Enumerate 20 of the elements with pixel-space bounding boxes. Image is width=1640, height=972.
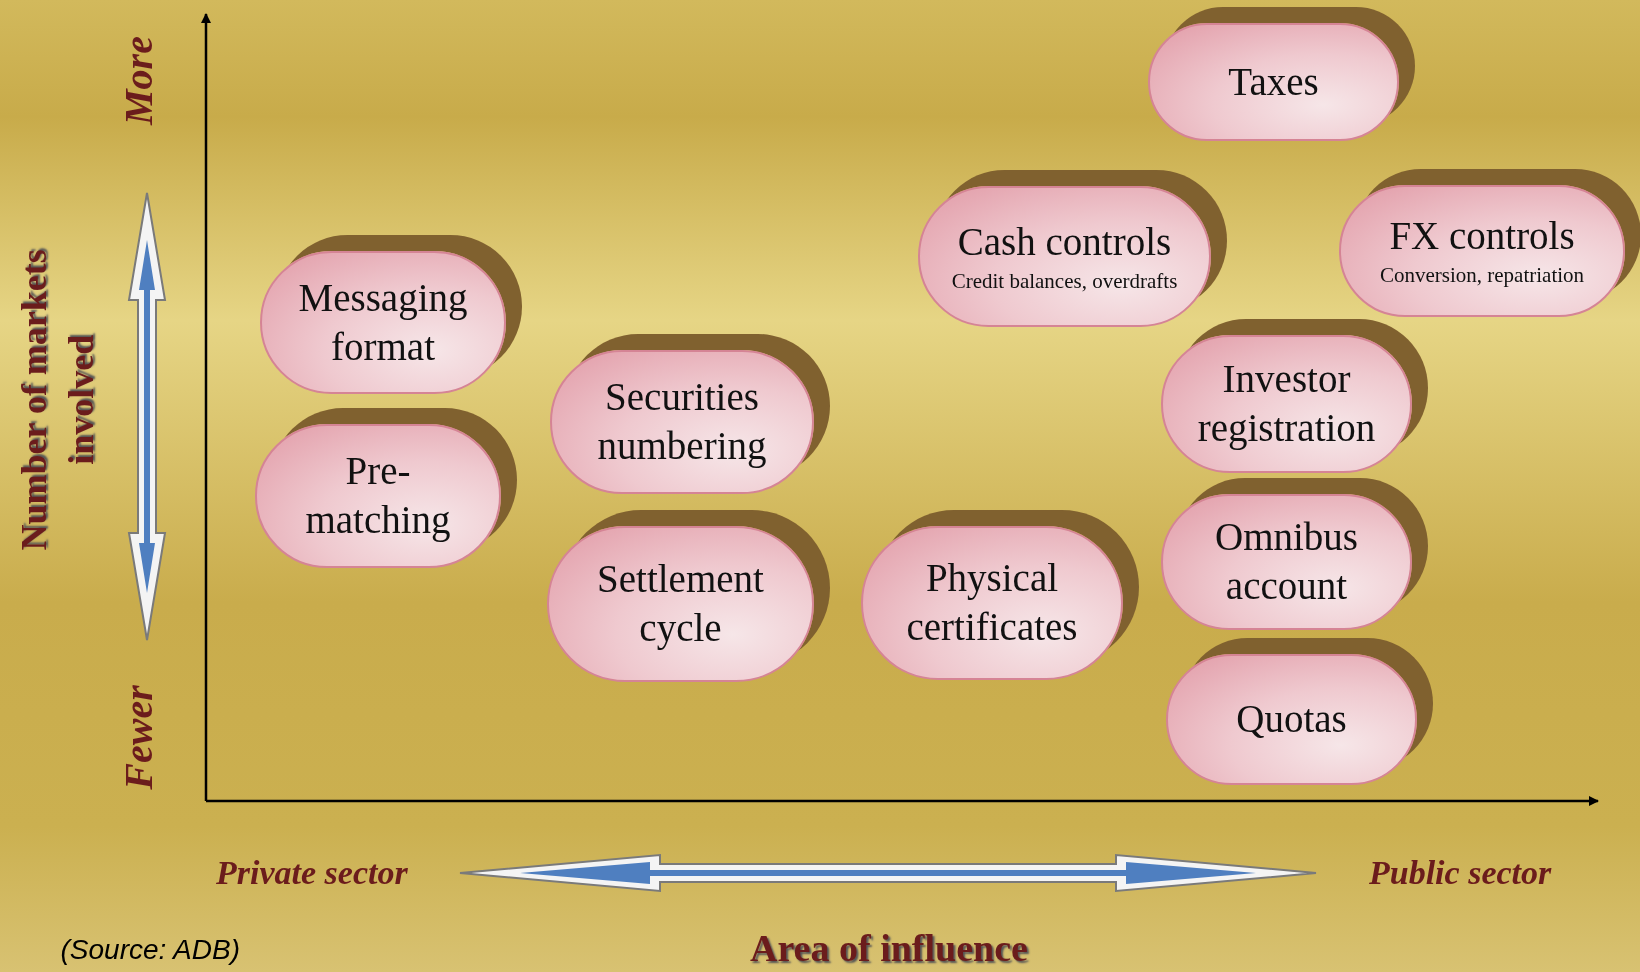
source-note: (Source: ADB) [60, 934, 240, 966]
node-title: Settlement cycle [596, 556, 765, 652]
node-title: Pre-matching [305, 448, 451, 544]
node-title: Physical certificates [905, 555, 1079, 650]
node-title: Taxes [1228, 58, 1319, 105]
axis-end-label: Fewer [114, 684, 162, 790]
axis-title: Number of markets involved [13, 248, 102, 553]
node-title: Cash controls [957, 218, 1172, 265]
node-subtitle: Conversion, repatriation [1379, 262, 1585, 290]
node-title: Messaging format [297, 274, 469, 370]
node-subtitle: Credit balances, overdrafts [951, 267, 1178, 295]
node-title: Securities numbering [596, 374, 768, 470]
node-title: Omnibus account [1214, 514, 1359, 609]
axis-end-label: More [114, 35, 162, 125]
node-title: Quotas [1236, 696, 1347, 743]
node-title: Investor registration [1196, 356, 1377, 452]
axis-end-label: Private sector [216, 854, 408, 892]
node-title: FX controls [1389, 213, 1575, 260]
axis-end-label: Public sector [1369, 854, 1552, 892]
axis-title: Area of influence [750, 926, 1028, 970]
